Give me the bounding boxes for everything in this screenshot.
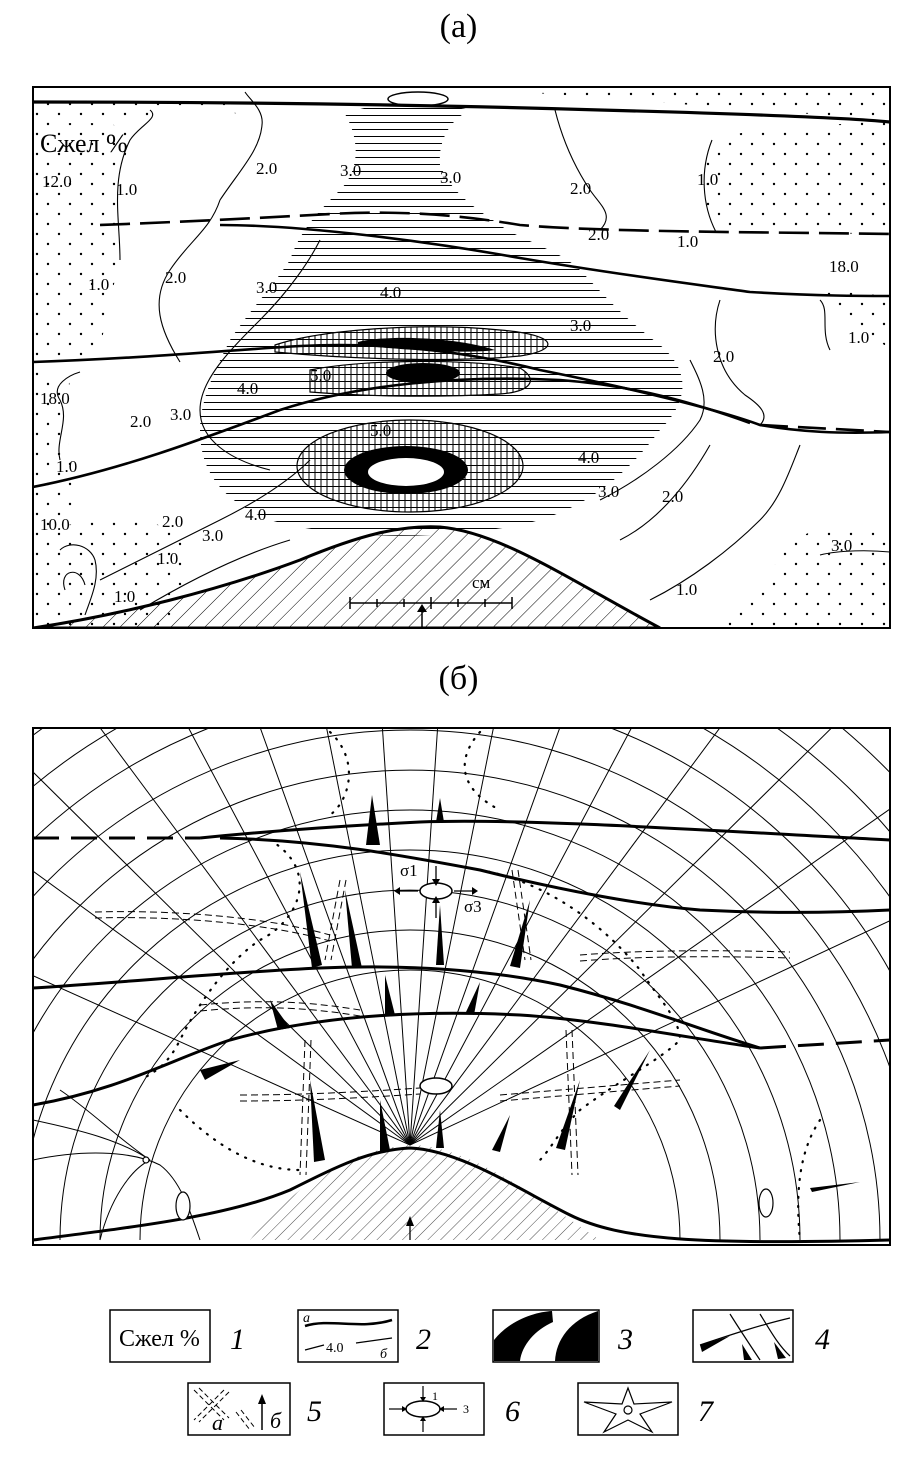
panel-a-map xyxy=(33,88,890,628)
isoline-label: 3.0 xyxy=(170,405,191,424)
legend-number-2: 2 xyxy=(416,1323,431,1356)
sigma3-label: σ3 xyxy=(464,897,482,916)
legend-2-a: а xyxy=(303,1311,310,1326)
isoline-label: 2.0 xyxy=(570,179,591,198)
isoline-label: 2.0 xyxy=(130,412,151,431)
legend-number-7: 7 xyxy=(698,1395,715,1428)
isoline-label: 1.0 xyxy=(116,180,137,199)
isoline-label: 1.0 xyxy=(157,549,178,568)
isoline-label: 1.0 xyxy=(56,457,77,476)
panel-a-frame xyxy=(32,86,891,629)
isoline-labels: 12.0 1.0 2.0 3.0 3.0 2.0 1.0 2.0 1.0 18.… xyxy=(40,159,869,606)
isoline-label: 1.0 xyxy=(848,328,869,347)
panel-b-diagram xyxy=(33,728,890,1244)
legend: Cжел % 1 а 4.0 б 2 3 4 а б xyxy=(109,1309,830,1436)
isoline-label: 3.0 xyxy=(831,536,852,555)
isoline-label: 1.0 xyxy=(697,170,718,189)
isoline-label: 4.0 xyxy=(237,379,258,398)
legend-number-4: 4 xyxy=(815,1323,830,1356)
legend-number-5: 5 xyxy=(307,1395,322,1428)
legend-1-text: Cжел % xyxy=(119,1326,200,1352)
isoline-label: 5.0 xyxy=(370,421,391,440)
isoline-label: 1.0 xyxy=(677,232,698,251)
legend-number-1: 1 xyxy=(230,1323,245,1356)
isoline-label: 12.0 xyxy=(42,172,72,191)
isoline-label: 3.0 xyxy=(570,316,591,335)
panel-a-label: (а) xyxy=(439,8,478,45)
isoline-label: 5.0 xyxy=(310,366,331,385)
isoline-label: 1.0 xyxy=(676,580,697,599)
scale-label: см xyxy=(472,573,491,592)
isoline-label: 2.0 xyxy=(162,512,183,531)
legend-box-1 xyxy=(109,1309,211,1363)
isoline-label: 2.0 xyxy=(713,347,734,366)
isoline-label: 10.0 xyxy=(40,515,70,534)
panel-b-label: (б) xyxy=(438,660,479,697)
isoline-label: 2.0 xyxy=(256,159,277,178)
legend-2-value: 4.0 xyxy=(326,1341,344,1356)
isoline-label: 1.0 xyxy=(88,275,109,294)
isoline-label: 18.0 xyxy=(829,257,859,276)
legend-box-2 xyxy=(297,1309,399,1363)
sigma1-label: σ1 xyxy=(400,861,418,880)
legend-2-b: б xyxy=(380,1347,388,1362)
legend-number-3: 3 xyxy=(617,1323,633,1356)
isoline-label: 2.0 xyxy=(662,487,683,506)
panel-b-frame xyxy=(32,727,891,1246)
isoline-label: 18.0 xyxy=(40,389,70,408)
legend-6-digit-1: 1 xyxy=(432,1389,438,1403)
unit-label-a: Cжел % xyxy=(40,129,128,158)
legend-5-b: б xyxy=(270,1408,282,1433)
isoline-label: 4.0 xyxy=(578,448,599,467)
legend-6-digit-3: 3 xyxy=(463,1402,469,1416)
legend-box-4 xyxy=(692,1309,794,1363)
isoline-label: 2.0 xyxy=(165,268,186,287)
legend-5-a: а xyxy=(212,1410,223,1435)
isoline-label: 3.0 xyxy=(340,161,361,180)
isoline-label: 4.0 xyxy=(245,505,266,524)
isoline-label: 3.0 xyxy=(202,526,223,545)
isoline-label: 3.0 xyxy=(256,278,277,297)
isoline-label: 3.0 xyxy=(440,168,461,187)
isoline-label: 4.0 xyxy=(380,283,401,302)
isoline-label: 1.0 xyxy=(114,587,135,606)
isoline-label: 3.0 xyxy=(598,482,619,501)
isoline-label: 2.0 xyxy=(588,225,609,244)
legend-number-6: 6 xyxy=(505,1395,520,1428)
